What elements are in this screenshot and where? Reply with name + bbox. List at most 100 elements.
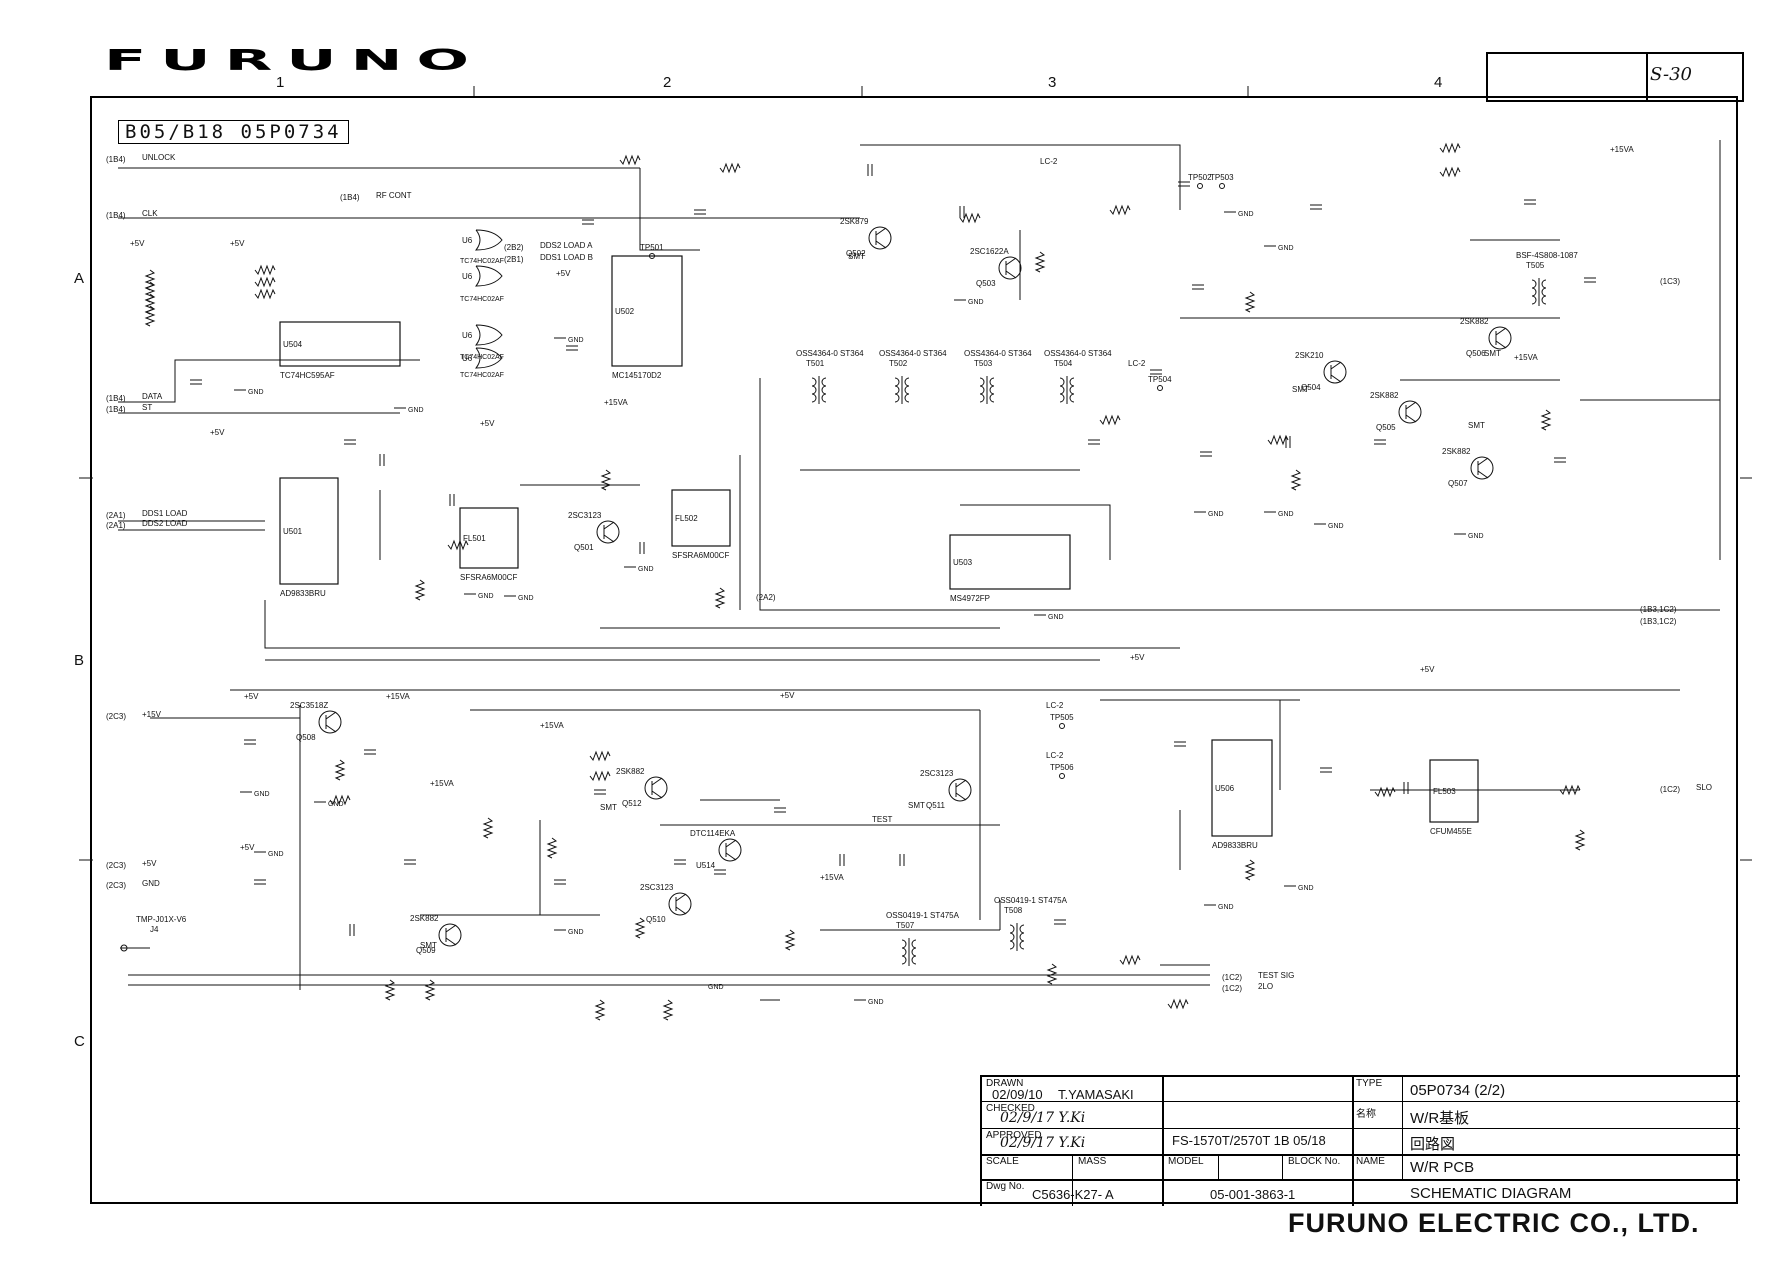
transistor-q508 (318, 710, 342, 734)
transistor-ref: Q504 (1301, 383, 1321, 392)
transistor-q504 (1323, 360, 1347, 384)
coil (901, 947, 907, 957)
coil (811, 377, 817, 387)
coil (1009, 940, 1015, 950)
resistor (1046, 963, 1058, 985)
model-label: MODEL (1168, 1156, 1204, 1167)
port-ref: (2C3) (106, 881, 126, 890)
ground-label: GND (1278, 245, 1294, 252)
port-net: +5V (142, 859, 157, 868)
transistor-ref: Q501 (574, 543, 594, 552)
transistor-part: 2SK210 (1295, 351, 1324, 360)
transistor-emitter (603, 534, 615, 543)
coil (894, 385, 900, 395)
coil (811, 393, 817, 403)
resistor (714, 587, 726, 609)
zone-column-2: 2 (663, 74, 672, 91)
port-net: DDS2 LOAD (142, 519, 188, 528)
transistor-collector (725, 839, 737, 848)
resistor (424, 979, 436, 1001)
transistor-q506 (1488, 326, 1512, 350)
transistor-emitter (651, 790, 663, 799)
ic-u506 (1211, 739, 1273, 837)
port-net: TEST SIG (1258, 971, 1294, 980)
resistor (1119, 954, 1141, 966)
coil (911, 939, 917, 949)
transistor-part: 2SK882 (1370, 391, 1399, 400)
test-point-label: TP505 (1050, 713, 1074, 722)
wire (639, 168, 700, 251)
port-ref: (1B3,1C2) (1640, 605, 1677, 614)
transistor-collector (1330, 361, 1342, 370)
power-rail: +5V (244, 692, 259, 701)
power-rail: +15VA (540, 721, 564, 730)
power-rail: +15VA (430, 779, 454, 788)
resistor (619, 154, 641, 166)
smt-label: SMT (1292, 385, 1309, 394)
transistor-q501 (596, 520, 620, 544)
ground-label: GND (1328, 523, 1344, 530)
ground-label: GND (1298, 885, 1314, 892)
coil (1541, 287, 1547, 297)
ground-label: GND (1218, 904, 1234, 911)
resistor (662, 999, 674, 1021)
port-ref: (1B3,1C2) (1640, 617, 1677, 626)
port-net: UNLOCK (142, 153, 176, 162)
ground-label: GND (568, 337, 584, 344)
test-point-label: TP503 (1210, 173, 1234, 182)
coil (1069, 377, 1075, 387)
power-rail: +5V (240, 843, 255, 852)
test-point (1219, 183, 1225, 189)
checked-label: CHECKED (986, 1103, 1035, 1114)
ground-label: GND (1468, 533, 1484, 540)
test-point-label: TP502 (1188, 173, 1212, 182)
lc-label: LC-2 (1128, 359, 1146, 368)
coil (904, 393, 910, 403)
transistor-emitter (1405, 414, 1417, 423)
ic-part: AD9833BRU (280, 589, 326, 598)
drawing-frame (90, 96, 1738, 1204)
nor-gate (474, 229, 503, 251)
power-rail: +5V (130, 239, 145, 248)
ic-ref: U506 (1215, 784, 1235, 793)
ic-ref: U503 (953, 558, 973, 567)
port-ref: (1C2) (1660, 785, 1680, 794)
coil (1531, 295, 1537, 305)
ic-u503 (949, 534, 1071, 590)
approved-signature: 02/9/17 Y.Ki (1000, 1135, 1086, 1151)
port-net: DATA (142, 392, 163, 401)
port-ref: (2A1) (106, 511, 126, 520)
wire (960, 504, 1111, 560)
port-ref: (1C2) (1222, 973, 1242, 982)
transistor-collector (1495, 327, 1507, 336)
name-jp-label: 名称 (1356, 1109, 1376, 1120)
port-ref: (2B1) (504, 255, 524, 264)
wire (860, 144, 1181, 210)
drawn-by: T.YAMASAKI (1058, 1087, 1134, 1102)
transistor-emitter (1477, 470, 1489, 479)
ground-label: GND (638, 566, 654, 573)
transistor-part: 2SK879 (840, 217, 869, 226)
transistor-collector (1477, 457, 1489, 466)
transistor-collector (1005, 257, 1017, 266)
resistor (384, 979, 396, 1001)
port-ref: (1B4) (106, 405, 126, 414)
test-point (1197, 183, 1203, 189)
transistor-collector (445, 924, 457, 933)
resistor (784, 929, 796, 951)
coil (1059, 393, 1065, 403)
resistor (447, 539, 469, 551)
transformer-part: OSS4364-0 ST364 (796, 349, 864, 358)
ground-label: GND (1238, 211, 1254, 218)
transistor-part: 2SC3518Z (290, 701, 328, 710)
resistor (482, 817, 494, 839)
transistor-part: 2SC1622A (970, 247, 1009, 256)
transformer-ref: T507 (896, 921, 915, 930)
transistor-ref: U514 (696, 861, 716, 870)
zone-row-c: C (74, 1033, 85, 1050)
resistor (546, 837, 558, 859)
coil (821, 393, 827, 403)
test-point-label: TP501 (640, 243, 664, 252)
page-reference: S-30 (1650, 64, 1692, 85)
smt-label: SMT (1484, 349, 1501, 358)
